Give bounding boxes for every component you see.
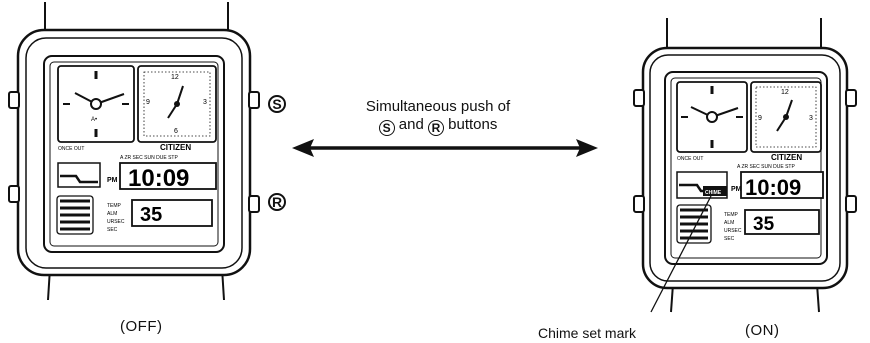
svg-text:6: 6 (174, 128, 178, 135)
side-label-alm: ALM (107, 211, 117, 217)
double-arrow-icon (292, 139, 598, 157)
lcd-seconds: 35 (140, 204, 162, 226)
pm-label: PM (731, 186, 742, 193)
side-label-sec: SEC (724, 236, 735, 242)
svg-text:9: 9 (758, 115, 762, 122)
on-caption: (ON) (745, 322, 780, 339)
svg-text:12: 12 (171, 74, 179, 81)
and-text: and (394, 116, 428, 133)
s-button-letter: S (272, 96, 282, 112)
lcd-seconds: 35 (753, 214, 775, 235)
instruction-line1: Simultaneous push of (365, 98, 511, 115)
right-watch: 12 9 3 CITIZEN ONCE OUT A ZR SEC SUN DUE… (633, 18, 857, 313)
scale-label: ONCE OUT (677, 156, 703, 162)
mode-label: A ZR SEC SUN DUE STP (120, 155, 178, 161)
pm-label: PM (107, 177, 118, 184)
svg-text:12: 12 (781, 89, 789, 96)
s-button-marker: S (268, 95, 286, 113)
side-label-ursec: URSEC (107, 219, 125, 225)
instruction-line2: S and R buttons (338, 116, 538, 136)
lcd-time: 10:09 (745, 175, 801, 200)
instruction-text: Simultaneous push of S and R buttons (338, 98, 538, 136)
brand-label: CITIZEN (771, 153, 802, 162)
buttons-word: buttons (444, 116, 498, 133)
svg-text:9: 9 (146, 99, 150, 106)
svg-text:3: 3 (203, 99, 207, 106)
r-button-marker: R (268, 193, 286, 211)
chime-set-mark-label: Chime set mark (538, 325, 637, 341)
callout-leader (650, 195, 712, 313)
s-circle-icon: S (378, 120, 395, 136)
side-label-temp: TEMP (724, 212, 739, 218)
side-label-temp: TEMP (107, 203, 122, 209)
side-label-ursec: URSEC (724, 228, 742, 234)
brand-label: CITIZEN (160, 143, 191, 152)
left-watch: A• 12 9 3 6 CITIZEN ONCE OUT A ZR SEC SU… (8, 2, 260, 301)
r-circle-icon: R (428, 120, 444, 136)
lcd-time: 10:09 (128, 165, 189, 192)
side-label-alm: ALM (724, 220, 734, 226)
r-button-letter: R (271, 194, 283, 210)
svg-text:3: 3 (809, 115, 813, 122)
off-caption: (OFF) (120, 318, 163, 335)
side-label-sec: SEC (107, 227, 118, 233)
svg-text:A•: A• (91, 117, 97, 123)
chime-indicator: CHIME (705, 190, 722, 196)
mode-label: A ZR SEC SUN DUE STP (737, 164, 795, 170)
scale-label: ONCE OUT (58, 146, 84, 152)
